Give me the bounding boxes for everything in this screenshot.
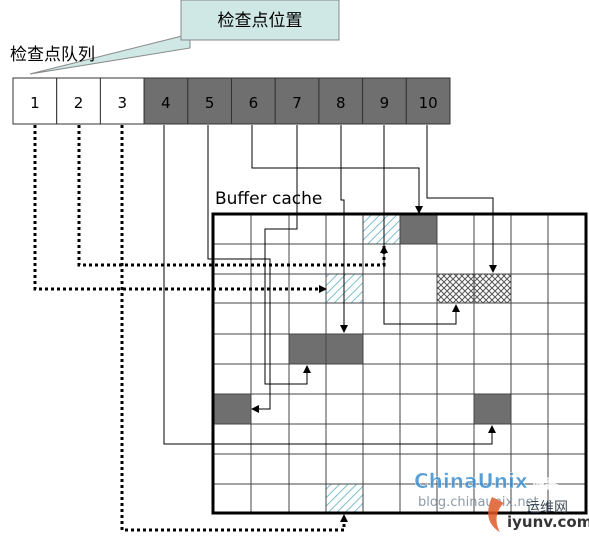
dirty-buffer	[473, 393, 512, 425]
connector-slot-10	[426, 125, 497, 273]
pinned-buffer	[437, 274, 474, 303]
connector-slot-9	[383, 125, 460, 325]
dirty-slot	[405, 77, 451, 125]
queue-slot-label: 3	[117, 94, 127, 112]
dirty-buffer	[213, 393, 252, 425]
clean-slot	[99, 77, 145, 125]
dirty-buffer	[399, 214, 438, 245]
queue-slot-1: 1	[12, 77, 58, 125]
queue-slot-label: 6	[249, 94, 259, 112]
queue-slot-8: 8	[318, 77, 364, 125]
dirty-slot	[231, 77, 276, 125]
connectors	[33, 125, 497, 532]
dirty-slot	[318, 77, 364, 125]
connector-slot-3	[120, 125, 348, 532]
wrench-icon	[488, 497, 504, 532]
watermark-site-url: iyunv.com	[507, 513, 589, 531]
connector-slot-4	[163, 125, 496, 445]
pinned-buffer	[474, 274, 511, 303]
dirty-slot	[274, 77, 320, 125]
queue-slot-4: 4	[143, 77, 189, 125]
queue-slot-5: 5	[187, 77, 233, 125]
queue-slot-6: 6	[231, 77, 276, 125]
connector-slot-8	[340, 125, 348, 333]
queue-slot-label: 4	[161, 94, 171, 112]
clean-slot	[56, 77, 101, 125]
buffer-cache-frame	[211, 212, 588, 515]
queue-slot-label: 7	[292, 94, 302, 112]
connector-slot-7	[264, 125, 311, 385]
queue-slot-7: 7	[274, 77, 320, 125]
clean-buffer	[326, 484, 363, 512]
queue-slot-3: 3	[99, 77, 145, 125]
queue-slot-9: 9	[362, 77, 407, 125]
checkpoint-queue-label: 检查点队列	[10, 45, 95, 65]
queue-slot-label: 1	[30, 94, 40, 112]
checkpoint-queue: 1 2 3 4 5 6 7 8 9 10	[12, 77, 451, 125]
queue-slot-label: 10	[419, 94, 438, 112]
watermark-url: blog.chinaunix.net	[418, 495, 539, 510]
dirty-slot	[187, 77, 233, 125]
connector-slot-1	[33, 125, 327, 293]
dirty-buffer	[325, 333, 364, 365]
queue-slot-label: 8	[336, 94, 346, 112]
queue-slot-label: 9	[380, 94, 390, 112]
callout-label: 检查点位置	[218, 11, 303, 31]
checkpoint-position-callout: 检查点位置	[29, 0, 340, 75]
queue-slot-label: 2	[74, 94, 84, 112]
dirty-buffer	[288, 333, 327, 365]
queue-slot-label: 5	[205, 94, 215, 112]
dirty-slot	[143, 77, 189, 125]
queue-slot-2: 2	[56, 77, 101, 125]
connector-slot-6	[251, 125, 423, 214]
watermark-site-name: 运维网	[526, 500, 568, 516]
clean-buffer	[363, 215, 400, 244]
queue-slot-10: 10	[405, 77, 451, 125]
buffer-cache-title: Buffer cache	[215, 189, 322, 209]
connector-slot-5	[207, 125, 271, 413]
